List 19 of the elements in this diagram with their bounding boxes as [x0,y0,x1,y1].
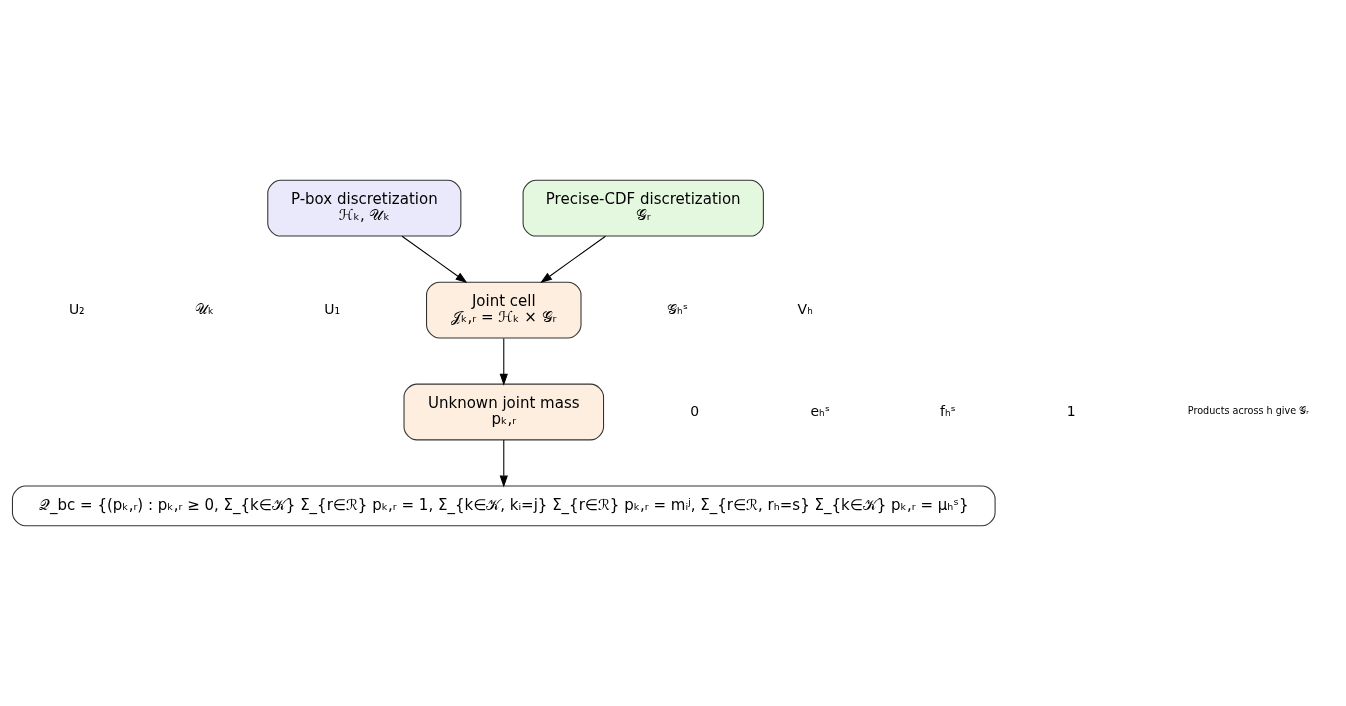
label: fₕˢ [940,402,956,419]
node-box: Unknown joint mass pₖ,ᵣ [403,383,605,441]
arrow [499,439,508,488]
label: 𝒰ₖ [195,300,214,317]
label: 0 [690,402,700,419]
node-box: P-box discretization ℋₖ, 𝒰ₖ [267,179,462,237]
label: 𝒢ₕˢ [667,300,688,317]
arrow [401,235,468,283]
node-box: Joint cell 𝒥ₖ,ᵣ = ℋₖ × 𝒢ᵣ [426,281,582,339]
node-box: 𝒬_bc = {(pₖ,ᵣ) : pₖ,ᵣ ≥ 0, Σ_{k∈𝒦} Σ_{r∈ℛ} pₖ,ᵣ = 1, Σ_{k∈𝒦, kᵢ=j} Σ_{r∈ℛ} pₖ,ᵣ = mᵢʲ, Σ_{r∈ℛ, rₕ=s} Σ_{k∈𝒦} pₖ,ᵣ = μₕˢ} [11,485,996,527]
arrow [540,235,607,283]
label: U₁ [324,300,341,317]
label: U₂ [68,300,85,317]
label: eₕˢ [810,402,830,419]
node-box: Precise-CDF discretization 𝒢ᵣ [522,179,764,237]
label: Products across h give 𝒢ᵣ [1187,405,1309,417]
arrow [499,337,508,386]
label: Vₕ [797,300,813,317]
label: 1 [1066,402,1076,419]
